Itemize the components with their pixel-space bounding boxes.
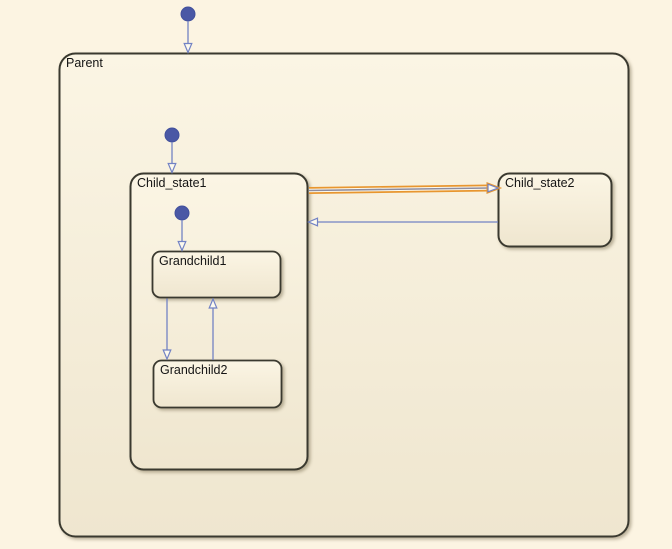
state-grandchild2-box[interactable] bbox=[152, 359, 283, 409]
state-grandchild1-label: Grandchild1 bbox=[159, 254, 226, 268]
default-transition-dot[interactable] bbox=[164, 127, 180, 143]
default-transition-parent[interactable] bbox=[180, 6, 196, 55]
arrowhead-icon bbox=[306, 217, 319, 227]
arrowhead-icon bbox=[208, 297, 218, 309]
state-child-state1-box[interactable] bbox=[129, 172, 309, 471]
transition-child1-to-child2-selected[interactable] bbox=[308, 182, 503, 194]
state-child-state2-box[interactable] bbox=[497, 172, 613, 248]
default-transition-dot[interactable] bbox=[180, 6, 196, 22]
state-child-state2-label: Child_state2 bbox=[505, 176, 575, 190]
default-transition-dot[interactable] bbox=[174, 205, 190, 221]
transition-grandchild1-to-grandchild2[interactable] bbox=[162, 298, 172, 361]
arrowhead-icon bbox=[167, 162, 177, 175]
transition-grandchild2-to-grandchild1[interactable] bbox=[208, 297, 218, 360]
state-grandchild1[interactable]: Grandchild1 bbox=[151, 250, 282, 299]
default-transition-grandchild1[interactable] bbox=[174, 205, 190, 253]
state-grandchild2-label: Grandchild2 bbox=[160, 363, 227, 377]
transition-line bbox=[308, 187, 490, 192]
arrowhead-icon bbox=[487, 183, 500, 193]
state-child-state1[interactable]: Child_state1 bbox=[129, 172, 309, 471]
state-grandchild2[interactable]: Grandchild2 bbox=[152, 359, 283, 409]
arrowhead-icon bbox=[177, 240, 187, 253]
state-child-state2[interactable]: Child_state2 bbox=[497, 172, 613, 248]
state-parent-label: Parent bbox=[66, 56, 103, 70]
state-grandchild1-box[interactable] bbox=[151, 250, 282, 299]
default-transition-child-state1[interactable] bbox=[164, 127, 180, 175]
transition-child2-to-child1[interactable] bbox=[306, 217, 499, 227]
state-child-state1-label: Child_state1 bbox=[137, 176, 207, 190]
arrowhead-icon bbox=[162, 349, 172, 361]
arrowhead-icon bbox=[183, 42, 193, 55]
